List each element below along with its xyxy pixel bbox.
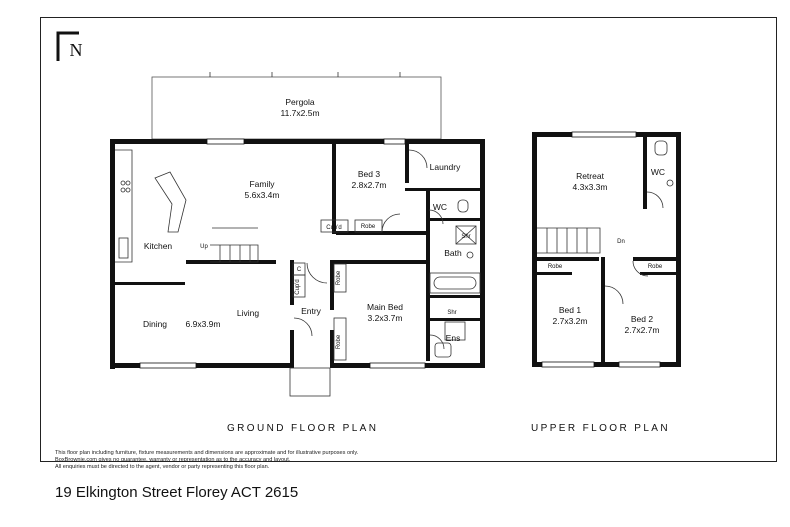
- robe2-name: Robe: [336, 270, 342, 285]
- robe1-name: Robe: [361, 224, 376, 230]
- pergola-size: 11.7x2.5m: [280, 108, 319, 118]
- upper-labels: Retreat 4.3x3.3m WC Dn Robe Robe Bed 1 2…: [548, 167, 665, 335]
- bed2-size: 2.7x2.7m: [625, 325, 660, 335]
- living-name: Living: [237, 308, 259, 318]
- north-letter: N: [70, 40, 83, 60]
- ground-floor-title: GROUND FLOOR PLAN: [227, 423, 379, 434]
- property-address: 19 Elkington Street Florey ACT 2615: [55, 484, 299, 501]
- retreat-size: 4.3x3.3m: [573, 182, 608, 192]
- family-name: Family: [249, 179, 275, 189]
- pergola-name: Pergola: [285, 97, 315, 107]
- main-bed-size: 3.2x3.7m: [368, 313, 403, 323]
- upper-floor-title: UPPER FLOOR PLAN: [531, 423, 670, 434]
- main-bed-name: Main Bed: [367, 302, 403, 312]
- shr2-name: Shr: [447, 310, 456, 316]
- ground-fixtures: [115, 149, 481, 397]
- cupd1-name: Cup'd: [326, 225, 342, 231]
- cupd2-name: Cup'd: [295, 279, 301, 295]
- laundry-name: Laundry: [430, 162, 461, 172]
- ens-name: Ens: [446, 333, 461, 343]
- bath-name: Bath: [444, 248, 462, 258]
- bed1-name: Bed 1: [559, 305, 581, 315]
- upper-wc-name: WC: [651, 167, 665, 177]
- plan-frame: [40, 17, 777, 462]
- bed2-name: Bed 2: [631, 314, 653, 324]
- ground-outer-walls: [110, 138, 485, 369]
- bed1-size: 2.7x3.2m: [553, 316, 588, 326]
- disclaimer: This floor plan including furniture, fix…: [55, 450, 358, 471]
- upper-robe1-name: Robe: [548, 264, 563, 270]
- dn-label: Dn: [617, 239, 625, 245]
- north-arrow-icon: N: [55, 28, 91, 64]
- disclaimer-line: BoxBrownie.com gives no guarantee, warra…: [55, 457, 291, 463]
- disclaimer-line: All enquiries must be directed to the ag…: [55, 464, 270, 470]
- robe3-name: Robe: [336, 334, 342, 349]
- c-name: C: [297, 267, 302, 273]
- wc-name: WC: [433, 202, 447, 212]
- kitchen-name: Kitchen: [144, 241, 173, 251]
- living-size: 6.9x3.9m: [186, 319, 221, 329]
- upper-robe2-name: Robe: [648, 264, 663, 270]
- upper-fixtures: [537, 140, 674, 305]
- retreat-name: Retreat: [576, 171, 605, 181]
- disclaimer-line: This floor plan including furniture, fix…: [55, 450, 359, 456]
- bed3-size: 2.8x2.7m: [352, 180, 387, 190]
- family-size: 5.6x3.4m: [245, 190, 280, 200]
- bed3-name: Bed 3: [358, 169, 380, 179]
- up-label: Up: [200, 244, 208, 250]
- entry-name: Entry: [301, 306, 322, 316]
- dining-name: Dining: [143, 319, 167, 329]
- upper-walls: [532, 131, 681, 368]
- shr1-name: Shr: [461, 234, 470, 240]
- ground-labels: Pergola 11.7x2.5m Family 5.6x3.4m Bed 3 …: [143, 97, 471, 349]
